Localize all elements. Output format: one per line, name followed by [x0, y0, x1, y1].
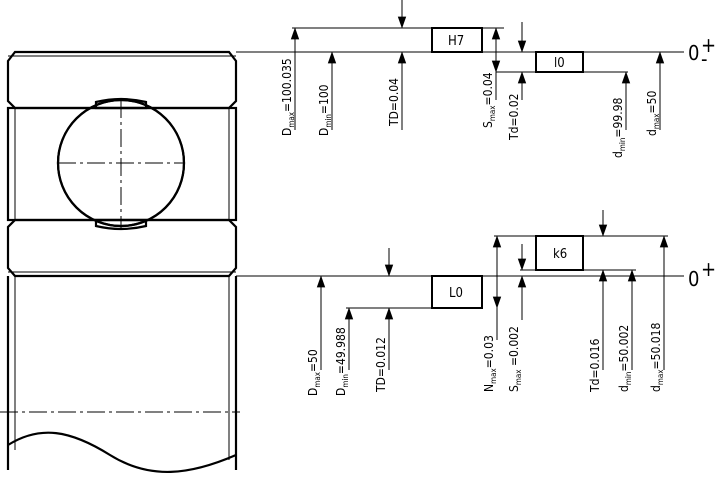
- top-dmin-label: dmin=99.98: [611, 97, 627, 158]
- bottom-Smax-label: Smax =0.002: [507, 326, 523, 392]
- plus-label-top: +: [701, 33, 716, 57]
- zone-l0-top: [535, 51, 584, 73]
- bottom-fit: L0 k6 Dmax=50 Dmin=49.988 TD=0.012 Nm: [306, 210, 669, 396]
- top-TD-label: TD=0.04: [387, 78, 401, 127]
- bottom-Dmax-label: Dmax=50: [306, 349, 322, 396]
- bearing-body: [6, 106, 238, 222]
- plus-label-bottom: +: [701, 257, 716, 281]
- zero-label-top: 0: [688, 41, 699, 65]
- top-Smax-label: Smax=0.04: [481, 72, 497, 128]
- bottom-dmax-label: dmax=50.018: [649, 323, 665, 392]
- zone-L0-label: L0: [449, 286, 463, 301]
- bottom-Dmin-label: Dmin=49.988: [334, 327, 350, 396]
- zone-L0: [431, 275, 483, 309]
- zone-k6-label: k6: [553, 247, 567, 262]
- zone-H7: [431, 27, 483, 53]
- top-Td-label: Td=0.02: [507, 93, 521, 141]
- top-fit: H7 l0 Dmax=100.035 Dmin=100 TD=0.04 Smax…: [280, 0, 665, 158]
- minus-label-top: -: [701, 47, 708, 71]
- top-Dmin-label: Dmin=100: [317, 84, 333, 136]
- zone-H7-label: H7: [448, 34, 464, 49]
- shaft: [0, 276, 240, 473]
- zone-k6: [535, 235, 584, 271]
- top-dmax-label: dmax=50: [645, 91, 661, 136]
- bottom-dmin-label: dmin=50.002: [617, 325, 633, 392]
- zone-l0-top-label: l0: [554, 56, 565, 71]
- top-Dmax-label: Dmax=100.035: [280, 58, 296, 136]
- bottom-Td-label: Td=0.016: [588, 338, 602, 393]
- bottom-TD-label: TD=0.012: [374, 337, 388, 393]
- bottom-Nmax-label: Nmax=0.03: [482, 335, 498, 392]
- bearing-section: [0, 50, 240, 473]
- zero-label-bottom: 0: [688, 267, 699, 291]
